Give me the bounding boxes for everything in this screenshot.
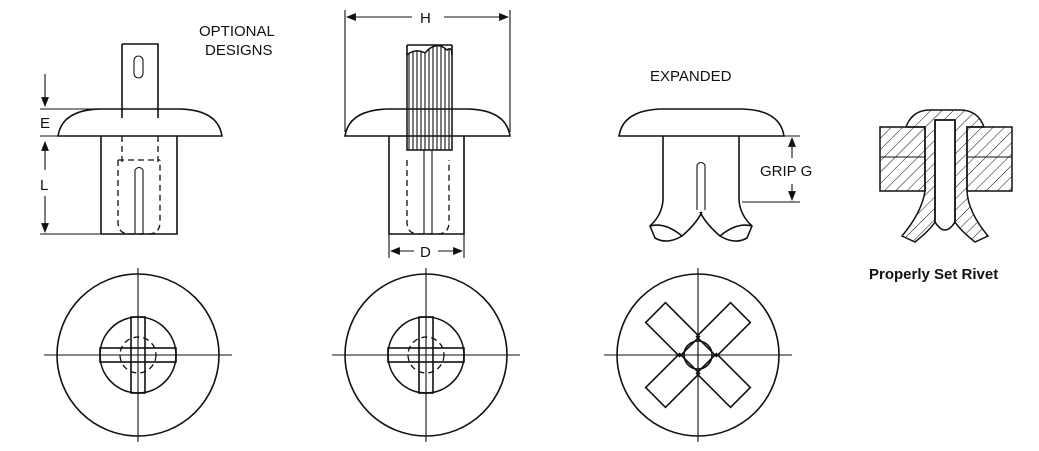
properly-set-rivet-caption: Properly Set Rivet xyxy=(869,266,998,283)
dim-h-label: H xyxy=(420,10,431,27)
optional-designs-line1: OPTIONAL xyxy=(199,23,275,40)
rivet-side-view-optional xyxy=(40,43,223,235)
optional-designs-line2: DESIGNS xyxy=(205,42,273,59)
dim-e-label: E xyxy=(40,115,50,132)
plan-view-1 xyxy=(44,268,232,442)
grip-g-label: GRIP G xyxy=(760,163,812,180)
properly-set-rivet-section xyxy=(879,109,1013,243)
rivet-side-view-expanded xyxy=(618,108,800,242)
expanded-label: EXPANDED xyxy=(650,68,732,85)
plan-view-2 xyxy=(332,268,520,442)
plan-view-expanded xyxy=(604,268,792,442)
rivet-side-view-mandrel xyxy=(344,10,511,258)
dim-d-label: D xyxy=(420,244,431,261)
dim-l-label: L xyxy=(40,177,48,194)
